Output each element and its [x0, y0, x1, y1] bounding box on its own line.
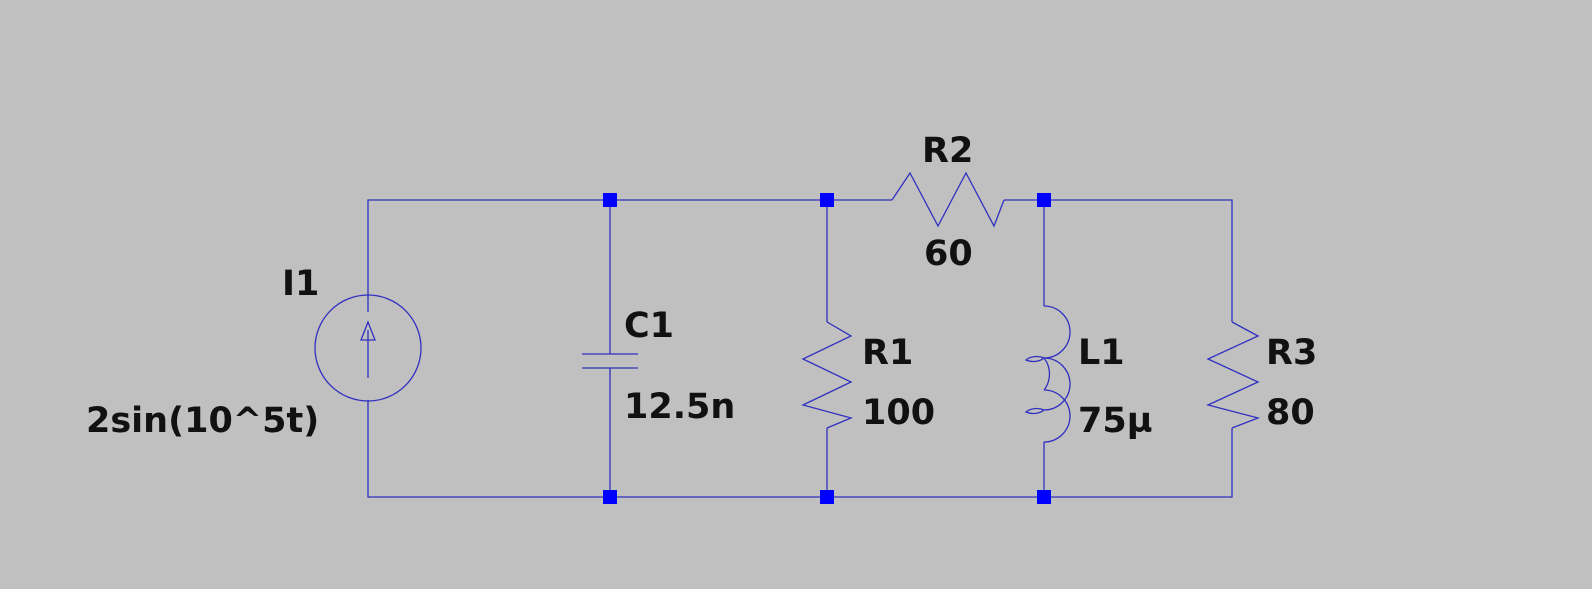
junction-node — [603, 193, 617, 207]
label-r2-value: 60 — [924, 234, 973, 274]
label-i1-name: I1 — [282, 264, 319, 304]
label-l1-name: L1 — [1078, 333, 1125, 373]
inductor-l1[interactable] — [1024, 305, 1071, 443]
current-source-circle — [314, 294, 422, 402]
junction-node — [820, 490, 834, 504]
resistor-r2[interactable] — [891, 171, 1005, 228]
junction-node — [603, 490, 617, 504]
label-r1-name: R1 — [862, 333, 913, 373]
label-r3-value: 80 — [1266, 393, 1315, 433]
junction-nodes — [603, 193, 1051, 504]
resistor-r1[interactable] — [801, 321, 854, 429]
label-i1-value: 2sin(10^5t) — [86, 401, 319, 441]
wire-top-left — [367, 199, 892, 312]
capacitor-c1[interactable] — [582, 353, 638, 369]
resistor-r3[interactable] — [1206, 321, 1261, 429]
label-r2-name: R2 — [922, 131, 973, 171]
wires — [367, 199, 1233, 498]
current-source-arrow-head — [360, 320, 376, 341]
label-c1-name: C1 — [624, 306, 674, 346]
wire-top-right — [1004, 199, 1233, 322]
wire-bottom — [367, 400, 1233, 498]
current-source-i1[interactable] — [314, 294, 422, 402]
junction-node — [820, 193, 834, 207]
junction-node — [1037, 490, 1051, 504]
label-r1-value: 100 — [862, 393, 935, 433]
component-labels: I1 2sin(10^5t) C1 12.5n R1 100 R2 60 L1 … — [86, 131, 1317, 441]
label-l1-value: 75µ — [1078, 401, 1152, 441]
label-r3-name: R3 — [1266, 333, 1317, 373]
junction-node — [1037, 193, 1051, 207]
label-c1-value: 12.5n — [624, 387, 735, 427]
